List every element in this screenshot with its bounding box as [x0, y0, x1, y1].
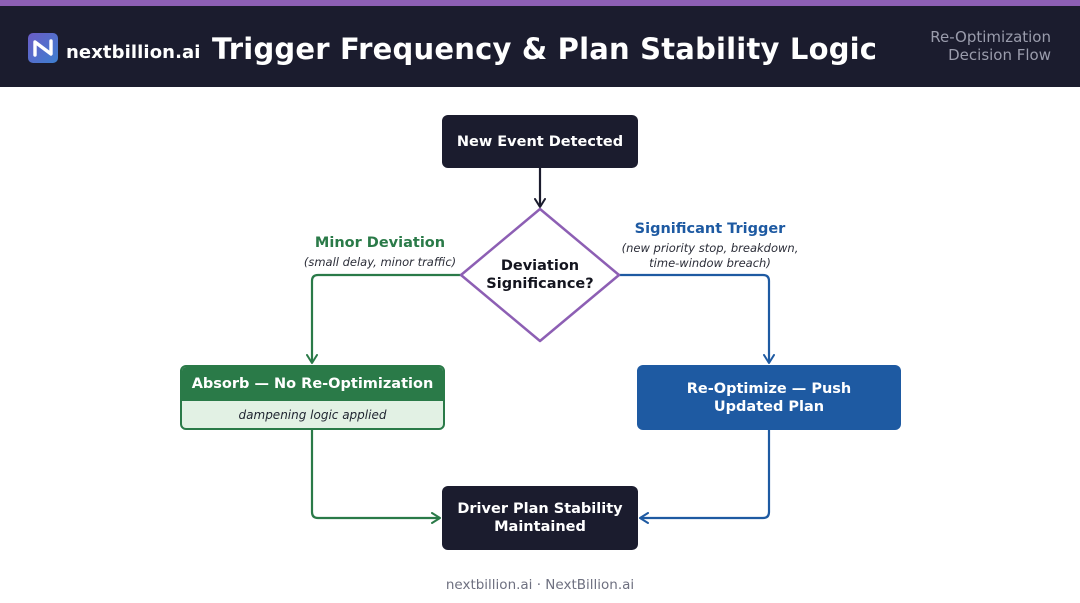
- end-line1: Driver Plan Stability: [457, 501, 623, 517]
- arrow-absorb-to-stability: [310, 430, 441, 524]
- start-node: New Event Detected: [442, 115, 638, 168]
- end-line2: Maintained: [494, 519, 586, 535]
- decision-label-line2: Significance?: [486, 276, 594, 292]
- significant-trigger-note-line2: time-window breach): [649, 256, 771, 270]
- significant-trigger-note-line1: (new priority stop, breakdown,: [621, 241, 799, 255]
- arrow-decision-to-absorb: [306, 273, 461, 364]
- minor-deviation-note: (small delay, minor traffic): [303, 255, 457, 269]
- absorb-note: dampening logic applied: [238, 407, 387, 422]
- arrow-reoptimize-to-stability: [639, 430, 771, 524]
- header-subtitle-line2: Decision Flow: [948, 46, 1051, 64]
- page-title: Trigger Frequency & Plan Stability Logic: [212, 32, 878, 66]
- decision-diamond: [459, 207, 621, 343]
- footer-credit: nextbillion.ai · NextBillion.ai: [445, 577, 635, 593]
- header-bar: nextbillion.ai Trigger Frequency & Plan …: [0, 6, 1080, 87]
- absorb-title: Absorb — No Re-Optimization: [182, 367, 443, 401]
- header-subtitle-line1: Re-Optimization: [930, 28, 1051, 46]
- significant-trigger-label: Significant Trigger: [634, 221, 786, 237]
- significant-trigger-note: (new priority stop, breakdown, time-wind…: [612, 241, 808, 271]
- absorb-node: Absorb — No Re-Optimization dampening lo…: [180, 365, 445, 430]
- accent-stripe: [0, 0, 1080, 6]
- reoptimize-line1: Re-Optimize — Push: [686, 380, 852, 397]
- reoptimize-line2: Updated Plan: [713, 398, 825, 415]
- nextbillion-logo-icon: [28, 33, 58, 63]
- minor-deviation-label: Minor Deviation: [314, 235, 446, 251]
- reoptimize-node: Re-Optimize — Push Updated Plan: [637, 365, 901, 430]
- brand-name: nextbillion.ai: [66, 42, 201, 63]
- decision-label-line1: Deviation: [500, 258, 580, 274]
- header-subtitle: Re-Optimization Decision Flow: [851, 28, 1051, 64]
- decision-label: Deviation Significance?: [470, 257, 610, 293]
- end-node: Driver Plan Stability Maintained: [442, 486, 638, 550]
- arrow-decision-to-reoptimize: [619, 273, 775, 364]
